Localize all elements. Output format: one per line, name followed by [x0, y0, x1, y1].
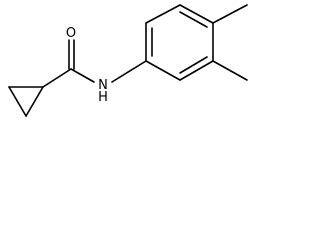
- hydrogen-label: H: [98, 90, 108, 105]
- bond-ar-5: [179, 60, 214, 81]
- benzene-ring: [145, 4, 214, 81]
- bond-ring-2: [8, 86, 27, 117]
- chemical-structure: O N H: [8, 4, 248, 117]
- bond-ar-inner-3: [179, 56, 208, 74]
- methyl-bond-top: [212, 4, 248, 24]
- bond-ring-to-carbonyl: [42, 68, 72, 88]
- bond-ar-3: [179, 4, 214, 24]
- bond-ar-6: [145, 60, 181, 81]
- bond-n-to-ring: [111, 60, 147, 83]
- nitrogen-label: N: [98, 78, 108, 93]
- bond-ar-2: [145, 4, 181, 24]
- cyclopropyl-ring: [8, 86, 44, 117]
- bond-carbonyl-to-n: [70, 68, 95, 83]
- carbonyl-double-bond: [68, 39, 75, 70]
- bond-ar-inner-2: [179, 11, 208, 28]
- bond-ring-3: [25, 86, 44, 117]
- oxygen-label: O: [66, 26, 76, 41]
- methyl-bond-bottom: [212, 60, 248, 81]
